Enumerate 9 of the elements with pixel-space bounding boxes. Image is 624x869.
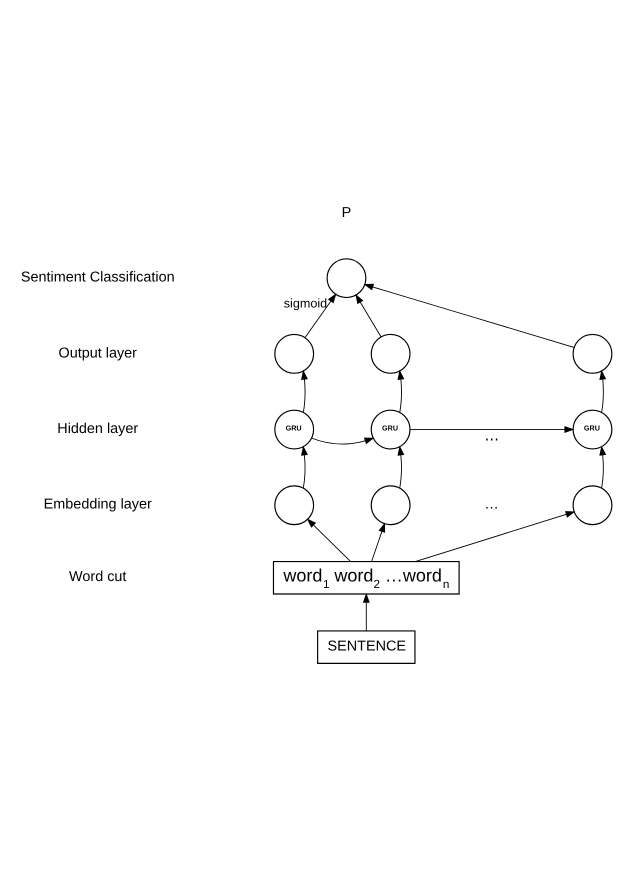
node-label: sigmoid bbox=[284, 296, 328, 311]
label: Output layer bbox=[58, 345, 137, 362]
label: Embedding layer bbox=[44, 496, 152, 513]
edge-label: ⋯ bbox=[484, 432, 499, 448]
node-label: P bbox=[342, 205, 352, 222]
label: Sentiment Classification bbox=[20, 270, 175, 286]
label: Hidden layer bbox=[57, 420, 138, 437]
label: … bbox=[484, 496, 499, 513]
label: Word cut bbox=[69, 569, 126, 586]
